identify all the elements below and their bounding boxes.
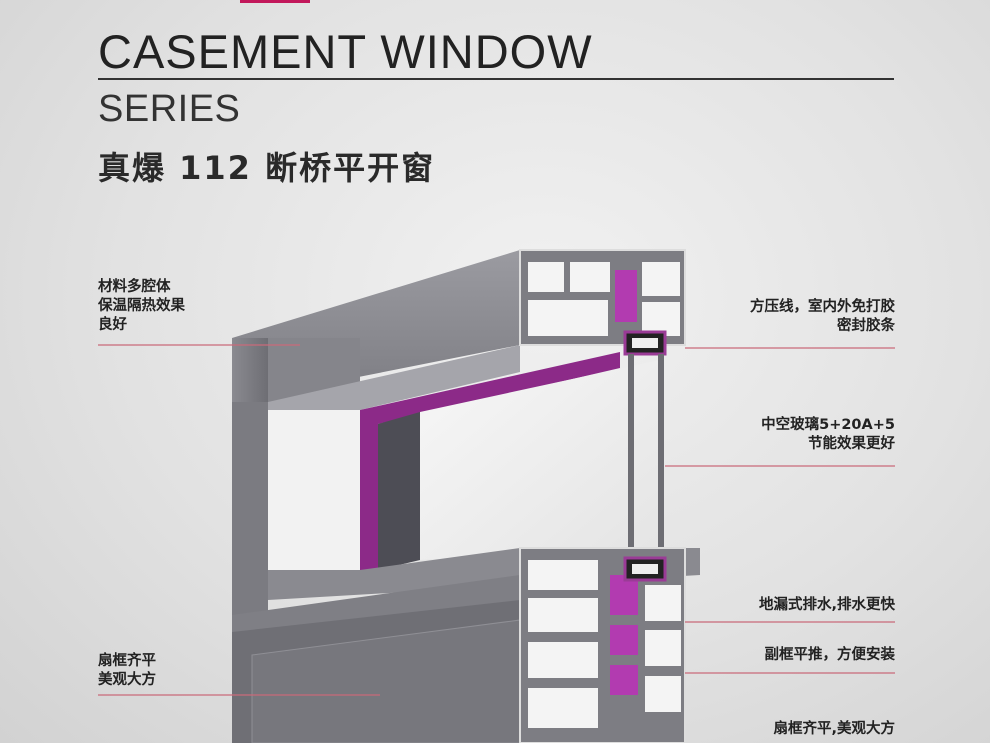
opening-gasket: [360, 352, 620, 570]
feature-flush-sash-left: 扇框齐平 美观大方: [98, 653, 156, 688]
product-name: 真爆 112 断桥平开窗: [98, 149, 436, 187]
top-accent-bar: [240, 0, 310, 3]
left-reveal: [268, 410, 360, 570]
feature-insulated-glass: 中空玻璃5+20A+5 节能效果更好: [761, 417, 895, 452]
feature-multi-cavity: 材料多腔体 保温隔热效果 良好: [98, 279, 185, 333]
feature-sub-frame: 副框平推，方便安装: [764, 647, 896, 663]
top-profile-section: [519, 249, 686, 356]
title-divider: [98, 78, 894, 80]
opening-top-reveal: [268, 345, 520, 410]
leader-lines: [98, 344, 895, 696]
page-title: CASEMENT WINDOW: [98, 25, 593, 78]
feature-drainage: 地漏式排水,排水更快: [758, 597, 895, 613]
feature-pressing-line: 方压线，室内外免打胶 密封胶条: [750, 299, 895, 334]
bottom-profile-section: [519, 547, 686, 743]
page-subtitle: SERIES: [98, 88, 241, 130]
feature-flush-sash-right: 扇框齐平,美观大方: [773, 721, 895, 737]
glass-pane: [420, 360, 660, 560]
